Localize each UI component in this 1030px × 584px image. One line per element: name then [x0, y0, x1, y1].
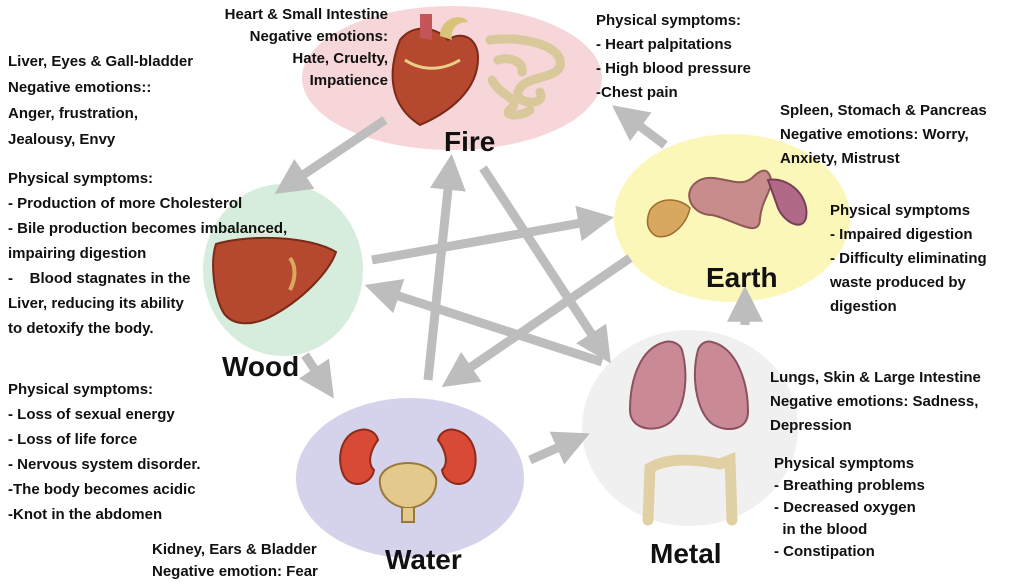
water-emotions-heading: Negative emotion: Fear	[152, 561, 318, 583]
wood-symptom-item: - Production of more Cholesterol	[8, 191, 287, 216]
metal-symptom-item: - Breathing problems	[774, 475, 925, 497]
water-symptom-item: - Nervous system disorder.	[8, 452, 201, 477]
metal-symptom-item: - Decreased oxygen	[774, 497, 925, 519]
fire-organs: Heart & Small Intestine	[225, 4, 388, 26]
earth-organs-block: Spleen, Stomach & Pancreas Negative emot…	[780, 99, 987, 171]
fire-emotion-item: Impatience	[225, 70, 388, 92]
water-symptoms-block: Physical symptoms: - Loss of sexual ener…	[8, 377, 201, 527]
fire-emotions-heading: Negative emotions:	[225, 26, 388, 48]
wood-symptom-item: impairing digestion	[8, 241, 287, 266]
metal-symptoms-heading: Physical symptoms	[774, 453, 925, 475]
wood-symptoms-block: Physical symptoms: - Production of more …	[8, 166, 287, 341]
earth-label: Earth	[706, 262, 778, 294]
wood-symptom-item: Liver, reducing its ability	[8, 291, 287, 316]
earth-organs: Spleen, Stomach & Pancreas	[780, 99, 987, 123]
fire-symptom-item: -Chest pain	[596, 81, 751, 105]
water-symptom-item: -The body becomes acidic	[8, 477, 201, 502]
arrow-wood-to-fire	[288, 120, 385, 185]
wood-symptoms-heading: Physical symptoms:	[8, 166, 287, 191]
earth-symptoms-heading: Physical symptoms	[830, 199, 987, 223]
earth-symptom-item: - Impaired digestion	[830, 223, 987, 247]
metal-emotions-heading: Negative emotions: Sadness,	[770, 390, 981, 414]
arrow-fire-to-earth	[625, 115, 665, 145]
fire-symptoms-heading: Physical symptoms:	[596, 9, 751, 33]
earth-symptom-item: digestion	[830, 295, 987, 319]
metal-symptoms-block: Physical symptoms - Breathing problems -…	[774, 453, 925, 563]
earth-symptom-item: - Difficulty eliminating	[830, 247, 987, 271]
arrow-wood-to-earth	[372, 220, 598, 260]
earth-symptom-item: waste produced by	[830, 271, 987, 295]
earth-symptoms-block: Physical symptoms - Impaired digestion -…	[830, 199, 987, 319]
fire-symptoms-block: Physical symptoms: - Heart palpitations …	[596, 9, 751, 105]
metal-ellipse	[582, 330, 798, 526]
arrow-water-to-wood	[305, 355, 325, 385]
fire-symptom-item: - High blood pressure	[596, 57, 751, 81]
fire-label: Fire	[444, 126, 495, 158]
wood-emotion-item: Anger, frustration,	[8, 101, 193, 127]
water-organs-block: Kidney, Ears & Bladder Negative emotion:…	[152, 539, 318, 583]
water-symptom-item: - Loss of life force	[8, 427, 201, 452]
metal-label: Metal	[650, 538, 722, 570]
water-organs: Kidney, Ears & Bladder	[152, 539, 318, 561]
water-symptom-item: - Loss of sexual energy	[8, 402, 201, 427]
wood-emotion-item: Jealousy, Envy	[8, 127, 193, 153]
wood-symptom-item: to detoxify the body.	[8, 316, 287, 341]
wood-symptom-item: - Blood stagnates in the	[8, 266, 287, 291]
wood-symptom-item: - Bile production becomes imbalanced,	[8, 216, 287, 241]
water-symptoms-heading: Physical symptoms:	[8, 377, 201, 402]
wood-label: Wood	[222, 351, 299, 383]
water-symptom-item: -Knot in the abdomen	[8, 502, 201, 527]
metal-organs-block: Lungs, Skin & Large Intestine Negative e…	[770, 366, 981, 438]
metal-symptom-item: - Constipation	[774, 541, 925, 563]
metal-emotion-item: Depression	[770, 414, 981, 438]
fire-symptom-item: - Heart palpitations	[596, 33, 751, 57]
fire-organs-block: Heart & Small Intestine Negative emotion…	[225, 4, 388, 92]
wood-emotions-heading: Negative emotions::	[8, 75, 193, 101]
arrow-metal-to-water	[530, 440, 575, 460]
water-label: Water	[385, 544, 462, 576]
fire-emotion-item: Hate, Cruelty,	[225, 48, 388, 70]
earth-emotion-item: Anxiety, Mistrust	[780, 147, 987, 171]
arrow-water-to-fire	[428, 170, 450, 380]
earth-emotions-heading: Negative emotions: Worry,	[780, 123, 987, 147]
arrow-earth-to-water	[455, 258, 630, 378]
wood-organs-block: Liver, Eyes & Gall-bladder Negative emot…	[8, 49, 193, 153]
metal-symptom-item: in the blood	[774, 519, 925, 541]
metal-organs: Lungs, Skin & Large Intestine	[770, 366, 981, 390]
wood-organs: Liver, Eyes & Gall-bladder	[8, 49, 193, 75]
